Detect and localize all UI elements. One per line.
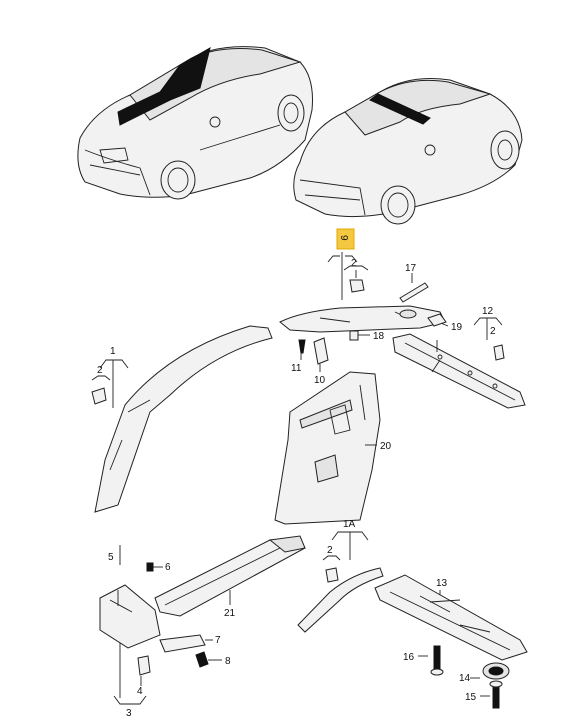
label-10: 10 xyxy=(314,375,326,386)
part-20-quarter-panel xyxy=(274,371,381,525)
label-17: 17 xyxy=(405,263,417,274)
label-14: 14 xyxy=(459,673,471,684)
label-15: 15 xyxy=(465,692,477,703)
label-9: 9 xyxy=(338,235,349,241)
part-5-lower-trim xyxy=(99,584,161,649)
part-9-headliner-trim xyxy=(279,305,446,333)
label-1a: 1A xyxy=(343,519,356,530)
label-5: 5 xyxy=(108,552,114,563)
label-19: 19 xyxy=(451,322,463,333)
highlight-box xyxy=(336,228,355,250)
label-20: 20 xyxy=(380,441,392,452)
label-21: 21 xyxy=(224,608,236,619)
label-2c: 2 xyxy=(327,545,333,556)
label-18: 18 xyxy=(373,331,385,342)
part-1a-pillar-trim xyxy=(297,567,384,633)
label-2b: 2 xyxy=(97,365,103,376)
label-12: 12 xyxy=(482,306,494,317)
car-illustration-right xyxy=(293,78,523,225)
label-1: 1 xyxy=(110,346,116,357)
part-1-a-pillar-trim xyxy=(94,325,273,513)
label-16: 16 xyxy=(403,652,415,663)
label-8: 8 xyxy=(225,656,231,667)
label-7: 7 xyxy=(215,635,221,646)
label-3: 3 xyxy=(126,708,132,719)
label-2d: 2 xyxy=(490,326,496,337)
label-4: 4 xyxy=(137,686,143,697)
part-13-rear-shelf-trim xyxy=(374,574,528,661)
label-6: 6 xyxy=(165,562,171,573)
label-11: 11 xyxy=(291,363,302,374)
label-13: 13 xyxy=(436,578,448,589)
label-2a: 2 xyxy=(351,258,357,269)
car-illustration-left xyxy=(77,46,313,200)
